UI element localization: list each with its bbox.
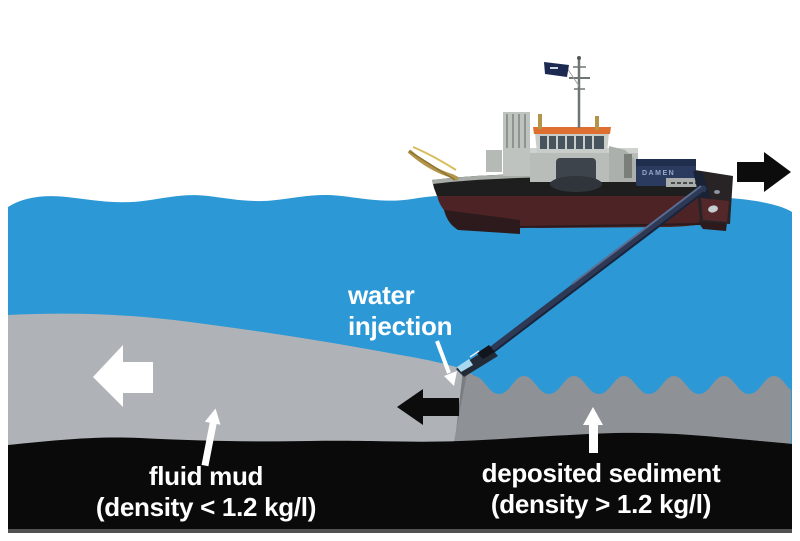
- flag-marking: [550, 67, 558, 69]
- vessel-flag: [544, 62, 569, 77]
- window-mullions: [547, 136, 594, 149]
- fluid-mud-pointer-arrow-shape: [201, 408, 221, 467]
- deposited-sediment-pointer-arrow: [583, 407, 603, 453]
- deposited-sediment-label-line2: (density > 1.2 kg/l): [490, 489, 712, 519]
- bow-crane-cable: [408, 150, 456, 181]
- water-injection-pointer-arrow: [435, 340, 457, 386]
- hawse-hole: [708, 205, 718, 213]
- deck-box: [486, 150, 502, 172]
- wheelhouse-windows: [540, 136, 604, 149]
- aft-vent: [624, 154, 632, 178]
- engine-box-lid: [636, 159, 696, 166]
- bow-crane-boom-upper: [412, 146, 457, 171]
- dredging-vessel: DAMEN: [407, 56, 733, 234]
- fluid-mud-label-line1: fluid mud: [148, 461, 264, 491]
- vessel-keel-line: [519, 223, 701, 228]
- jet-arm-highlight: [571, 185, 702, 285]
- fluid-mud-layer: [8, 313, 474, 452]
- water-injection-label-line1: water: [348, 280, 415, 310]
- diagram-bottom-edge: [8, 529, 792, 533]
- injection-flow-arrow-black: [397, 389, 459, 425]
- exhaust-pipes: [506, 114, 526, 148]
- vessel-direction-arrow: [737, 152, 791, 192]
- deposited-sediment-label: deposited sediment (density > 1.2 kg/l): [440, 458, 762, 520]
- water-injection-label-line2: injection: [348, 311, 453, 341]
- jet-arm-edge: [478, 191, 705, 364]
- vent-post-aft: [595, 116, 599, 130]
- jet-arm-bar: [473, 185, 707, 365]
- flag-halyard: [566, 67, 580, 87]
- jet-arm: [473, 185, 707, 365]
- injection-head-tip: [477, 345, 495, 359]
- hawse-hole-upper: [714, 190, 720, 194]
- vessel-skeg: [444, 210, 520, 234]
- mast-top: [577, 56, 581, 60]
- deck-machinery-base: [550, 176, 602, 192]
- injection-head-nozzle: [457, 359, 473, 372]
- water-injection-pointer-head: [444, 371, 457, 386]
- vent-post-fore: [538, 114, 542, 129]
- fluid-mud-pointer-arrow: [201, 408, 221, 467]
- water-injection-pointer-shaft: [435, 340, 451, 374]
- engine-box-brand: DAMEN: [642, 170, 675, 177]
- deposited-sediment-label-line1: deposited sediment: [481, 458, 721, 488]
- wheelhouse-roof-trim: [533, 127, 611, 134]
- injection-head-glint: [469, 350, 480, 358]
- fluid-mud-label: fluid mud (density < 1.2 kg/l): [40, 461, 372, 523]
- water-injection-label: water injection: [348, 280, 453, 342]
- stern-name-strip: [666, 178, 722, 187]
- fluid-mud-label-line2: (density < 1.2 kg/l): [95, 492, 317, 522]
- fluid-mud-flow-arrow: [93, 345, 153, 407]
- injection-head: [456, 345, 498, 377]
- deposited-sediment-layer: [452, 368, 791, 452]
- arm-bracket: [693, 171, 711, 199]
